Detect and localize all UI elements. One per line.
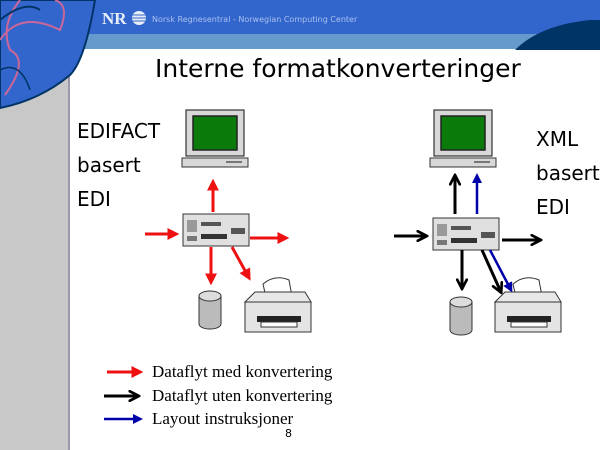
page-number: 8 — [285, 427, 292, 440]
black-arrow — [480, 249, 500, 290]
computer-icon — [429, 109, 497, 168]
right-label-line: XML — [536, 127, 579, 151]
organization-name: Norsk Regnesentral - Norwegian Computing… — [152, 15, 358, 24]
red-arrow — [230, 246, 251, 281]
nr-logo: NR — [102, 9, 127, 28]
left-label-line: basert — [77, 153, 141, 177]
disk-icon — [198, 290, 222, 330]
left-label-line: EDIFACT — [77, 119, 161, 143]
right-label-line: EDI — [536, 195, 570, 219]
computer-icon — [181, 109, 249, 168]
left-label-line: EDI — [77, 187, 111, 211]
right-label: XML basert EDI — [536, 122, 600, 224]
blue-arrow — [488, 249, 513, 293]
left-label: EDIFACT basert EDI — [77, 114, 160, 216]
legend-item-no-conversion: Dataflyt uten konvertering — [152, 386, 333, 405]
edifact-diagram — [145, 109, 312, 333]
disk-icon — [449, 296, 473, 336]
right-label-line: basert — [536, 161, 600, 185]
xml-diagram — [394, 109, 562, 336]
slide-title: Interne formatkonverteringer — [155, 54, 521, 83]
legend-item-layout: Layout instruksjoner — [152, 409, 294, 428]
server-icon — [432, 217, 500, 251]
server-icon — [182, 213, 250, 247]
legend-item-conversion: Dataflyt med konvertering — [152, 362, 333, 381]
